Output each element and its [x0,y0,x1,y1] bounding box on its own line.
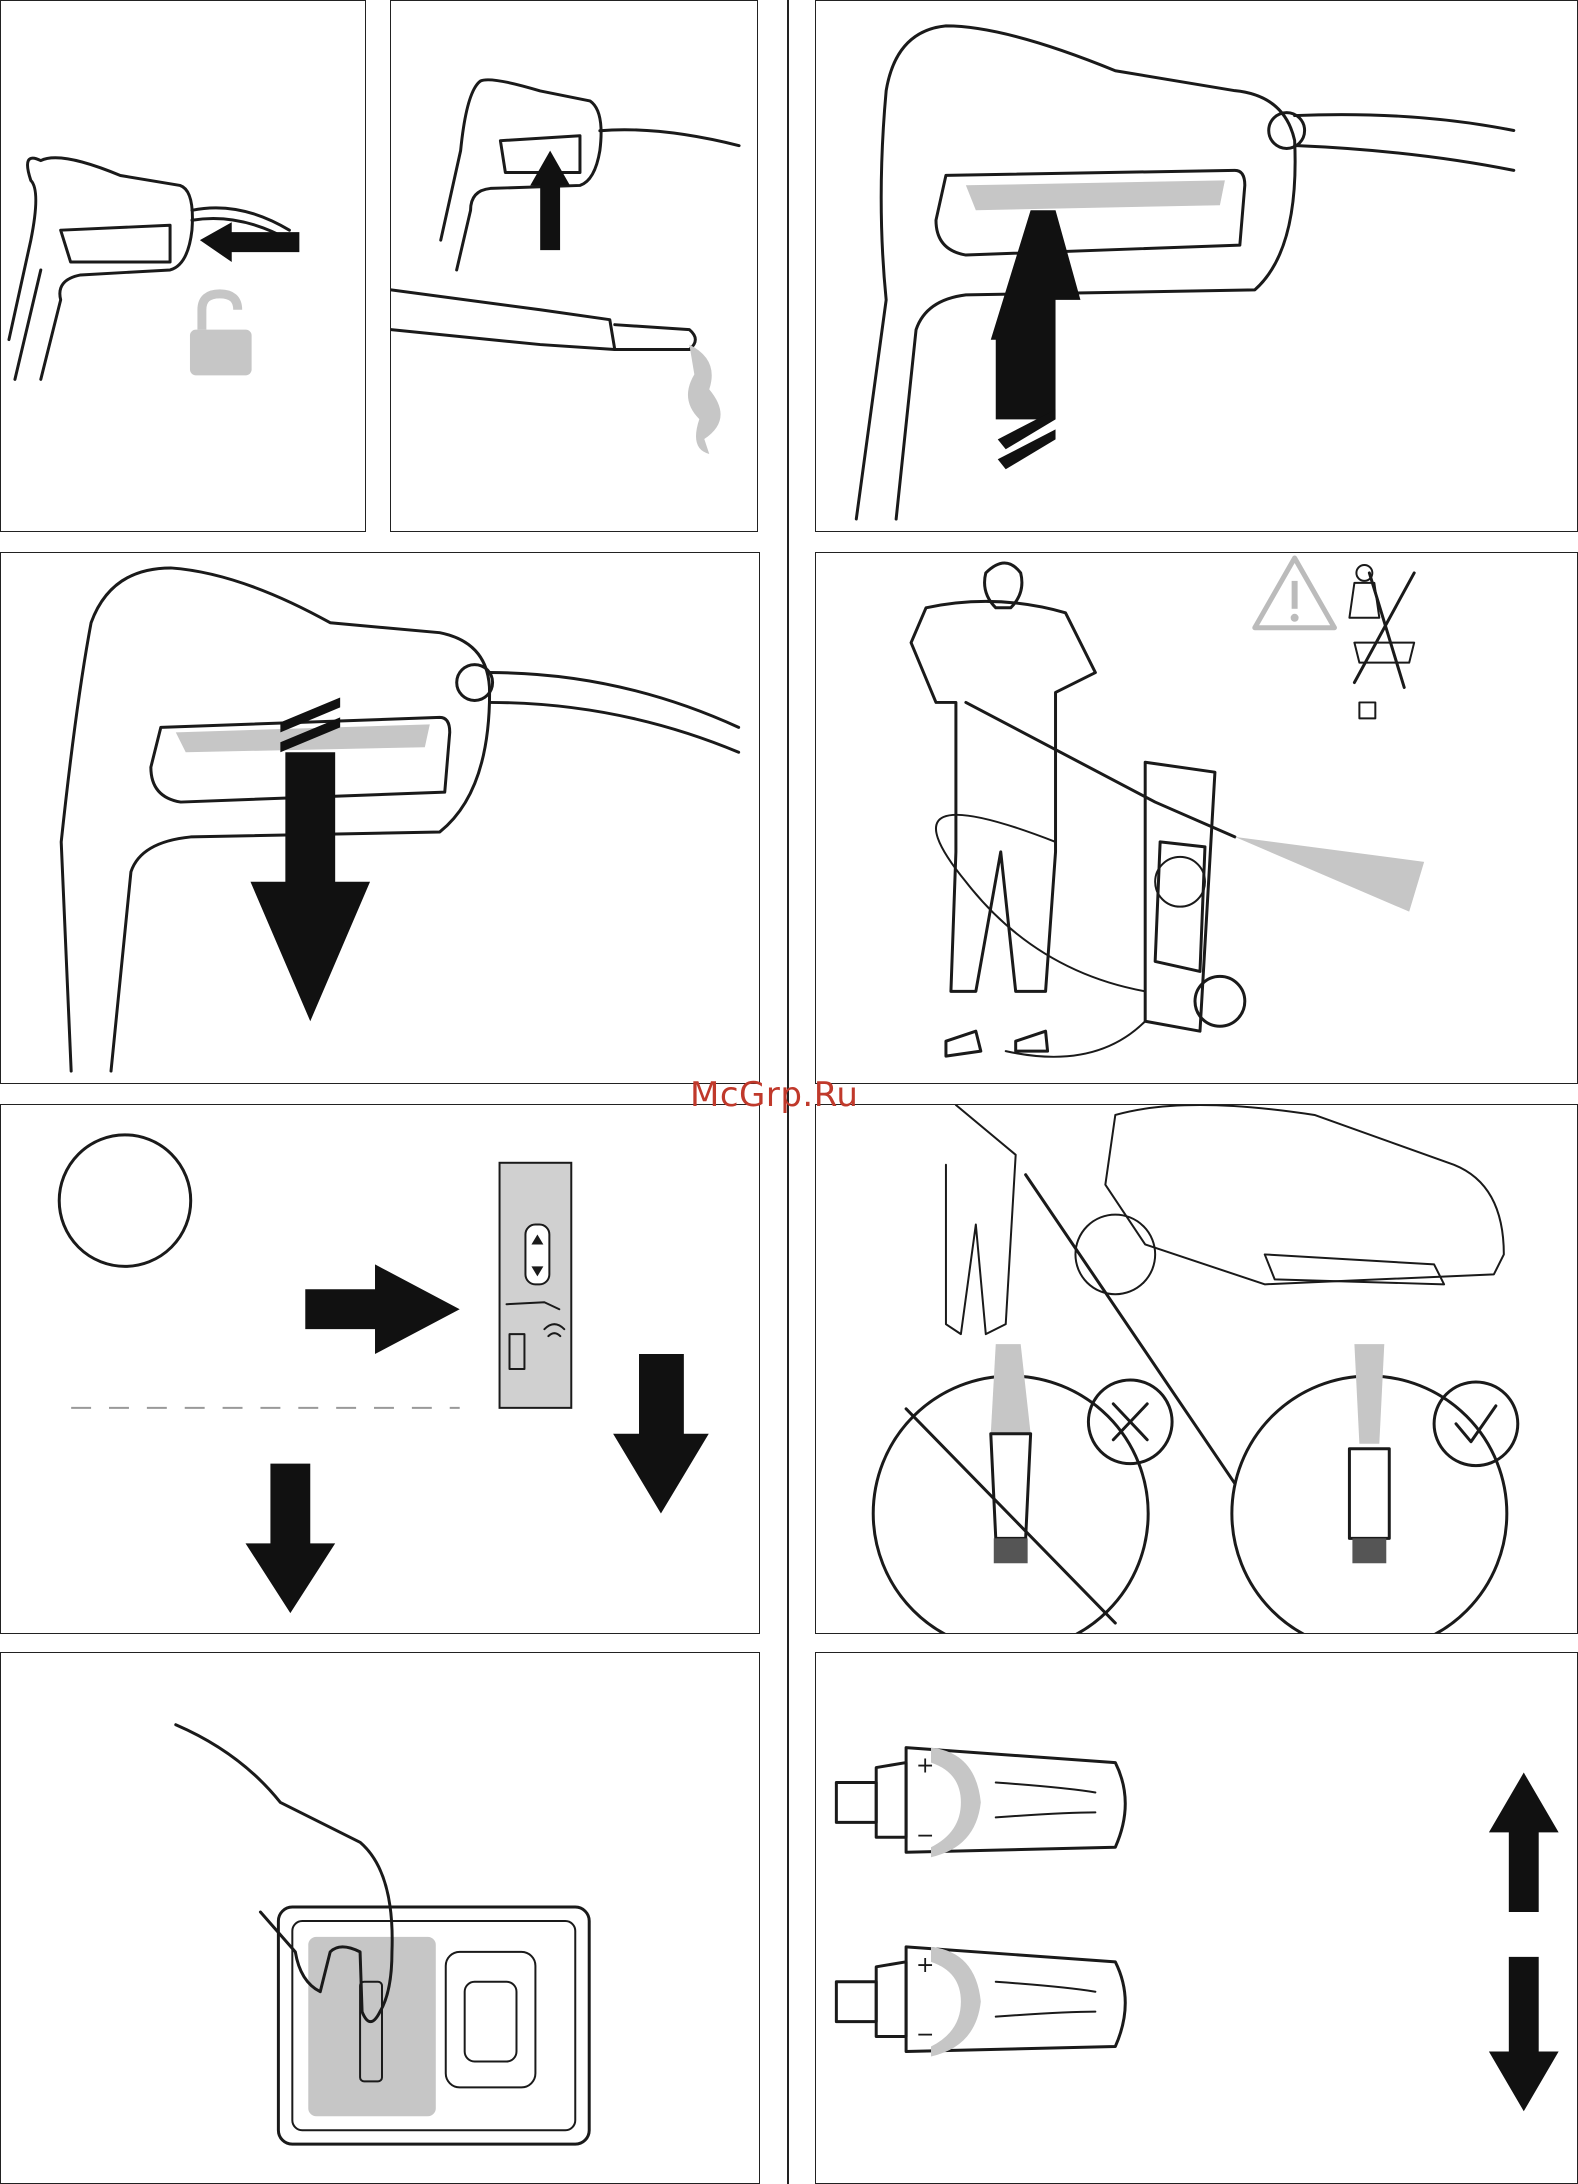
nozzle-minus-icon [836,1947,1125,2057]
panel-nozzle-adjust: + − + − [815,1652,1578,2184]
nozzle-minus-label-2: − [916,2023,934,2048]
unlock-icon [190,294,252,376]
no-people-animals-icon [1349,565,1414,718]
panel-unlock-trigger [0,0,366,532]
car [1075,1105,1503,1294]
control-strip [500,1163,572,1408]
nozzle-plus-label: + [916,1754,934,1779]
panel-control-panel [0,1104,760,1634]
panel-pull-trigger [815,0,1578,532]
arrow-down-icon [246,1464,336,1613]
nozzle-plus-icon [836,1748,1125,1858]
spray-cone [1235,837,1424,912]
operator-figure [911,563,1095,1056]
spray-lance-icon [391,290,721,454]
pressure-washer [1145,762,1245,1031]
arrow-down-icon-2 [613,1354,709,1513]
arrow-up-icon [530,151,570,250]
check-mark-icon [1434,1382,1518,1466]
control-panel-button [278,1907,589,2144]
arrow-down-icon [1489,1957,1559,2111]
hand-icon [176,1725,392,2022]
warning-triangle-icon [1255,558,1335,628]
spray-gun-handle [441,80,739,270]
nozzle-plus-label-2: + [916,1953,934,1978]
watermark: McGrp.Ru [690,1075,858,1115]
panel-release-trigger [390,0,758,532]
panel-press-button [0,1652,760,2184]
cross-mark-icon [1088,1380,1172,1464]
spray-gun-handle [856,26,1514,519]
panel-car-cleaning [815,1104,1578,1634]
arrow-up-icon [1489,1773,1559,1912]
arrow-right-icon [305,1264,459,1354]
spray-gun-handle [61,568,738,1071]
nozzle-minus-label: − [916,1823,934,1848]
flat-nozzle-allowed-icon [1232,1344,1507,1633]
panel-operator-spraying [815,552,1578,1084]
circle-icon [59,1135,191,1267]
operator-legs [946,1105,1016,1334]
panel-release-trigger-large [0,552,760,1084]
